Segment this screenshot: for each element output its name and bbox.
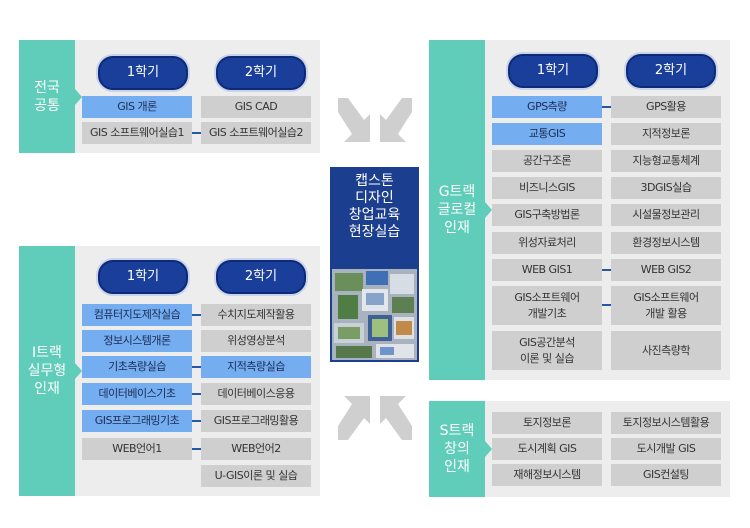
course-gis-intro: GIS 개론: [82, 96, 192, 118]
i-track-label: I트랙 실무형 인재: [19, 246, 82, 496]
course-satellite-image-analysis: 위성영상분석: [201, 330, 311, 352]
course-gps-use: GPS활용: [611, 96, 721, 118]
course-satellite-data: 위성자료처리: [492, 232, 602, 254]
course-land-info-system: 토지정보시스템활용: [611, 412, 721, 434]
course-gis-spatial-analysis: GIS공간분석 이론 및 실습: [492, 331, 602, 370]
s-track-label-text: S트랙 창의 인재: [439, 423, 475, 475]
course-gis-consulting: GIS컨설팅: [611, 464, 721, 486]
i-track-semester-2-badge: 2학기: [216, 260, 306, 294]
s-track-label: S트랙 창의 인재: [429, 401, 492, 497]
course-connector: [602, 304, 611, 306]
g-track-label-text: G트랙 글로컬 인재: [437, 184, 477, 236]
g-track-semester-2-badge: 2학기: [626, 54, 716, 88]
g-track-panel: G트랙 글로컬 인재 1학기 2학기 GPS측량 GPS활용 교통GIS 지적정…: [429, 40, 730, 380]
i-track-semester-1-badge: 1학기: [98, 260, 188, 294]
course-gis-software-dev-use: GIS소프트웨어 개발 활용: [611, 286, 721, 325]
course-database-applied: 데이터베이스응용: [201, 383, 311, 405]
course-cadastral-survey: 지적측량실습: [201, 356, 311, 378]
course-connector: [192, 420, 201, 422]
common-track-label-text: 전국 공통: [34, 79, 60, 114]
course-connector: [192, 366, 201, 368]
g-track-semester-1-badge: 1학기: [508, 54, 598, 88]
course-u-gis: U-GIS이론 및 실습: [201, 465, 311, 487]
course-gis-software-1: GIS 소프트웨어실습1: [82, 122, 192, 144]
course-urban-development-gis: 도시개발 GIS: [611, 438, 721, 460]
course-basic-survey: 기초측량실습: [82, 356, 192, 378]
arrow-up-right-icon: [338, 396, 370, 440]
course-web-gis-2: WEB GIS2: [611, 259, 721, 281]
arrow-down-right-icon: [338, 98, 370, 142]
capstone-photo-graphic: [332, 269, 417, 360]
course-web-gis-1: WEB GIS1: [492, 259, 602, 281]
course-gis-programming-applied: GIS프로그래밍활용: [201, 410, 311, 432]
capstone-photo: [332, 269, 417, 360]
course-facility-info: 시설물정보관리: [611, 204, 721, 226]
common-semester-1-badge: 1학기: [98, 56, 188, 90]
common-panel: 전국 공통 1학기 2학기 GIS 개론 GIS CAD GIS 소프트웨어실습…: [19, 40, 320, 153]
course-urban-planning-gis: 도시계획 GIS: [492, 438, 602, 460]
course-connector: [602, 269, 611, 271]
course-spatial-structure: 공간구조론: [492, 150, 602, 172]
course-photogrammetry: 사진측량학: [611, 331, 721, 370]
course-its: 지능형교통체계: [611, 150, 721, 172]
course-computer-map-making: 컴퓨터지도제작실습: [82, 304, 192, 326]
course-environment-info: 환경정보시스템: [611, 232, 721, 254]
course-gis-programming-basic: GIS프로그래밍기초: [82, 410, 192, 432]
capstone-box: 캡스톤 디자인 창업교육 현장실습: [330, 167, 419, 362]
course-gis-software-dev-basic: GIS소프트웨어 개발기초: [492, 286, 602, 325]
arrow-up-left-icon: [380, 396, 412, 440]
s-track-panel: S트랙 창의 인재 토지정보론 토지정보시스템활용 도시계획 GIS 도시개발 …: [429, 401, 730, 497]
course-info-system-intro: 정보시스템개론: [82, 330, 192, 352]
g-track-label: G트랙 글로컬 인재: [429, 40, 492, 380]
course-connector: [192, 448, 201, 450]
course-connector: [602, 106, 611, 108]
course-web-language-2: WEB언어2: [201, 438, 311, 460]
course-web-language-1: WEB언어1: [82, 438, 192, 460]
course-connector: [192, 314, 201, 316]
course-connector: [192, 132, 201, 134]
course-connector: [192, 393, 201, 395]
course-cadastral-info: 지적정보론: [611, 123, 721, 145]
course-database-basic: 데이터베이스기초: [82, 383, 192, 405]
capstone-title: 캡스톤 디자인 창업교육 현장실습: [348, 173, 401, 240]
common-track-label: 전국 공통: [19, 40, 82, 153]
course-gis-software-2: GIS 소프트웨어실습2: [201, 122, 311, 144]
course-gps-survey: GPS측량: [492, 96, 602, 118]
course-gis-cad: GIS CAD: [201, 96, 311, 118]
course-gis-build-method: GIS구축방법론: [492, 204, 602, 226]
course-traffic-gis: 교통GIS: [492, 123, 602, 145]
course-3d-gis: 3DGIS실습: [611, 177, 721, 199]
course-business-gis: 비즈니스GIS: [492, 177, 602, 199]
common-semester-2-badge: 2학기: [216, 56, 306, 90]
course-digital-map-use: 수치지도제작활용: [201, 304, 311, 326]
i-track-label-text: I트랙 실무형 인재: [27, 345, 67, 397]
course-disaster-info: 재해정보시스템: [492, 464, 602, 486]
arrow-down-left-icon: [380, 98, 412, 142]
course-land-info: 토지정보론: [492, 412, 602, 434]
i-track-panel: I트랙 실무형 인재 1학기 2학기 컴퓨터지도제작실습 수치지도제작활용 정보…: [19, 246, 320, 496]
